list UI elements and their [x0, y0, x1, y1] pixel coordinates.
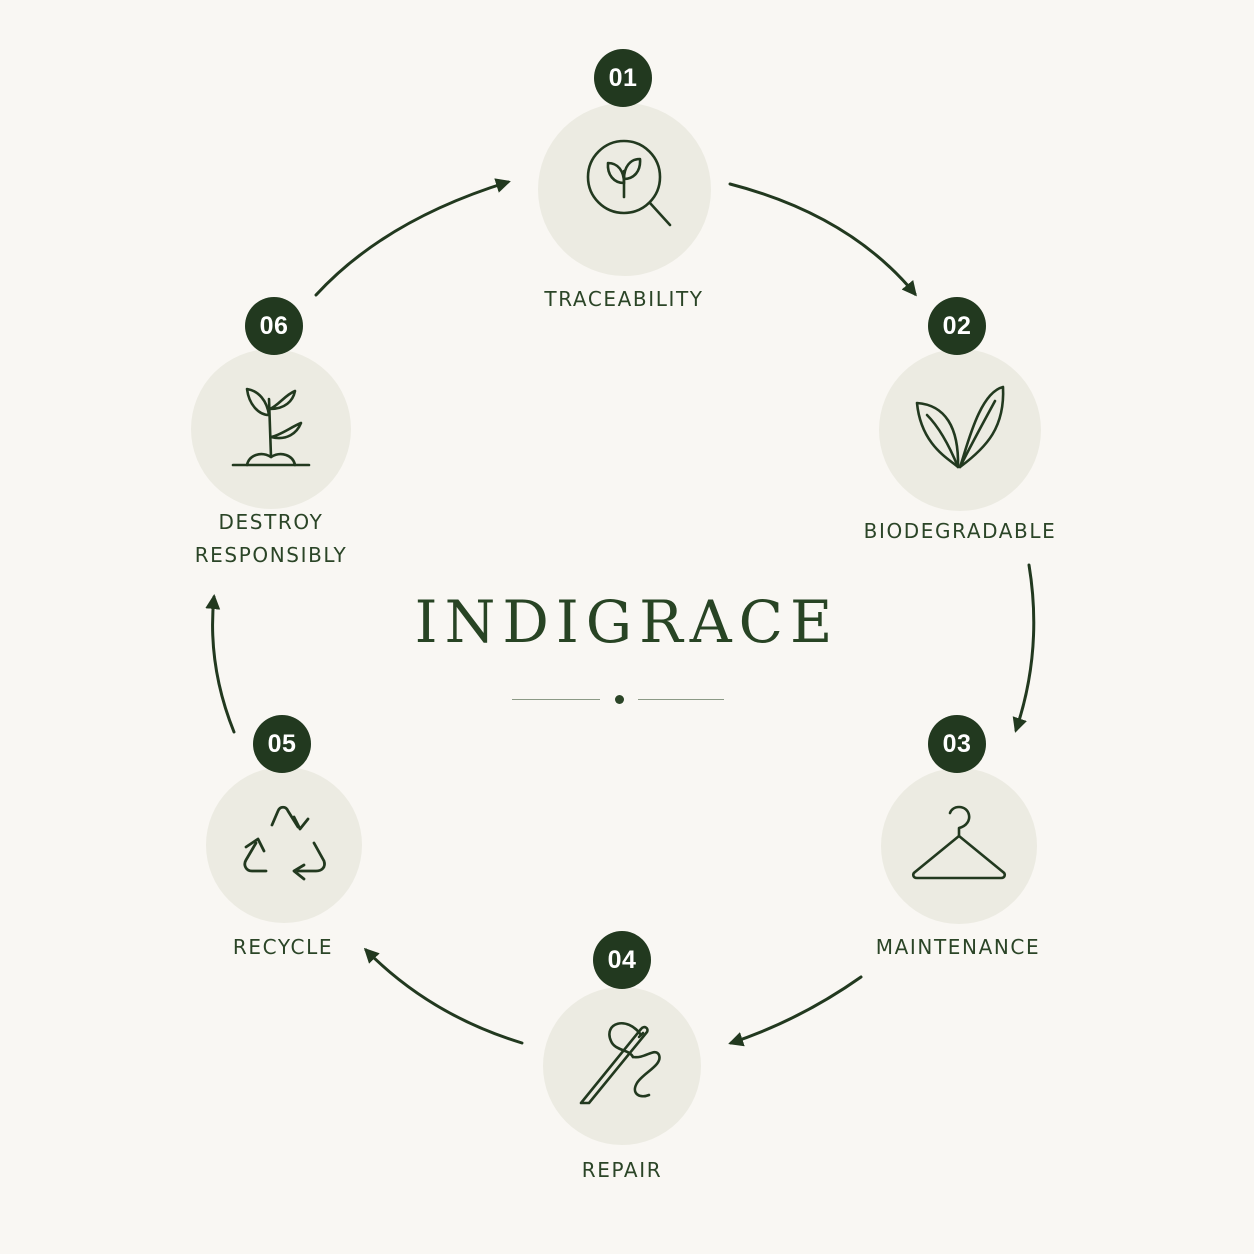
step-03-label-line: MAINTENANCE: [875, 935, 1041, 959]
magnifier-sprout-icon: [586, 139, 672, 227]
divider-dot: [615, 695, 624, 704]
step-02-number-badge: 02: [928, 297, 986, 355]
arrow-03-to-04: [728, 975, 863, 1047]
step-06-number-badge: 06: [245, 297, 303, 355]
brand-wordmark: INDIGRACE: [414, 588, 840, 656]
arrow-02-to-03: [1012, 563, 1036, 733]
plant-seedling-icon: [231, 387, 311, 467]
step-02-label: BIODEGRADABLE: [810, 515, 1110, 548]
step-03-icon-circle: [881, 768, 1037, 924]
step-05-label: RECYCLE: [133, 931, 433, 964]
step-02-icon-circle: [879, 349, 1041, 511]
arrow-04-to-05: [363, 947, 524, 1045]
step-02-label-line: BIODEGRADABLE: [863, 519, 1057, 543]
step-01-label: TRACEABILITY: [474, 283, 774, 316]
recycle-icon: [243, 805, 326, 881]
step-04-number-badge: 04: [593, 931, 651, 989]
step-05-label-line: RECYCLE: [232, 935, 334, 959]
step-06-label: DESTROY RESPONSIBLY: [121, 506, 421, 572]
step-03-label: MAINTENANCE: [808, 931, 1108, 964]
needle-thread-icon: [579, 1022, 661, 1105]
step-04-icon-circle: [543, 987, 701, 1145]
arrow-01-to-02: [728, 182, 917, 297]
step-03-number-badge: 03: [928, 715, 986, 773]
step-06-icon-circle: [191, 349, 351, 509]
step-06-label-line-2: RESPONSIBLY: [194, 543, 348, 567]
step-04-label: REPAIR: [472, 1154, 772, 1187]
divider-line-right: [638, 699, 724, 700]
step-01-icon-circle: [538, 103, 711, 276]
arrow-05-to-06: [205, 594, 236, 734]
step-06-label-line-1: DESTROY: [218, 510, 324, 534]
step-05-number-badge: 05: [253, 715, 311, 773]
step-04-label-line: REPAIR: [581, 1158, 663, 1182]
divider-line-left: [512, 699, 600, 700]
step-01-label-line: TRACEABILITY: [544, 287, 704, 311]
step-05-icon-circle: [206, 767, 362, 923]
leaves-icon: [915, 385, 1005, 469]
hanger-icon: [911, 805, 1007, 880]
step-01-number-badge: 01: [594, 49, 652, 107]
arrow-06-to-01: [314, 178, 511, 297]
